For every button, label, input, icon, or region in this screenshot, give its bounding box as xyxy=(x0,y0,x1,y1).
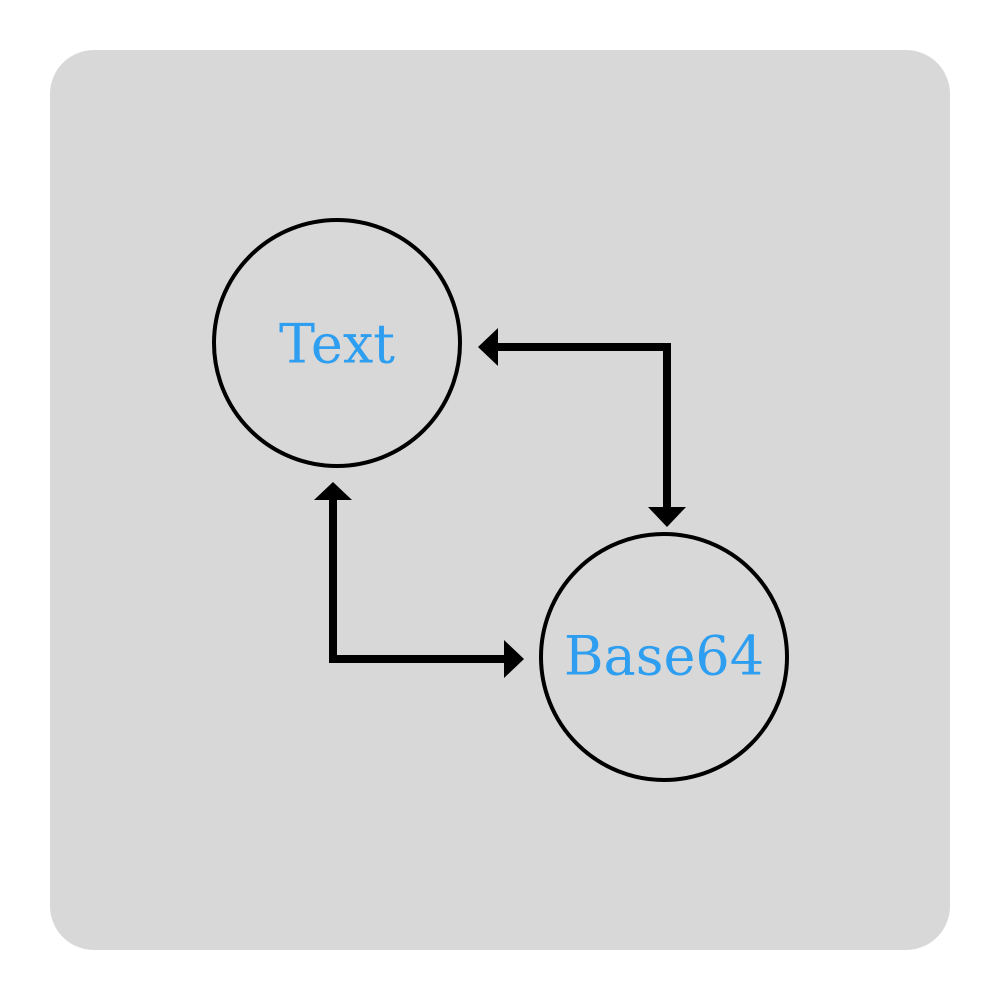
node-base64-label: Base64 xyxy=(564,625,764,688)
node-text-label: Text xyxy=(279,313,395,376)
edge-text-base64-upper xyxy=(478,328,686,527)
node-text-circle xyxy=(212,218,462,468)
arrowhead-down-icon xyxy=(648,507,686,527)
edge-text-base64-lower xyxy=(314,482,524,678)
diagram-panel xyxy=(50,50,950,950)
edge-upper-line xyxy=(496,343,671,508)
arrowhead-up-icon xyxy=(314,482,352,500)
node-base64: Base64 xyxy=(539,532,789,782)
node-text: Text xyxy=(212,218,462,468)
edge-lower-line xyxy=(329,500,506,663)
arrowhead-left-icon xyxy=(478,328,498,366)
node-base64-circle xyxy=(539,532,789,782)
arrowhead-right-icon xyxy=(504,640,524,678)
